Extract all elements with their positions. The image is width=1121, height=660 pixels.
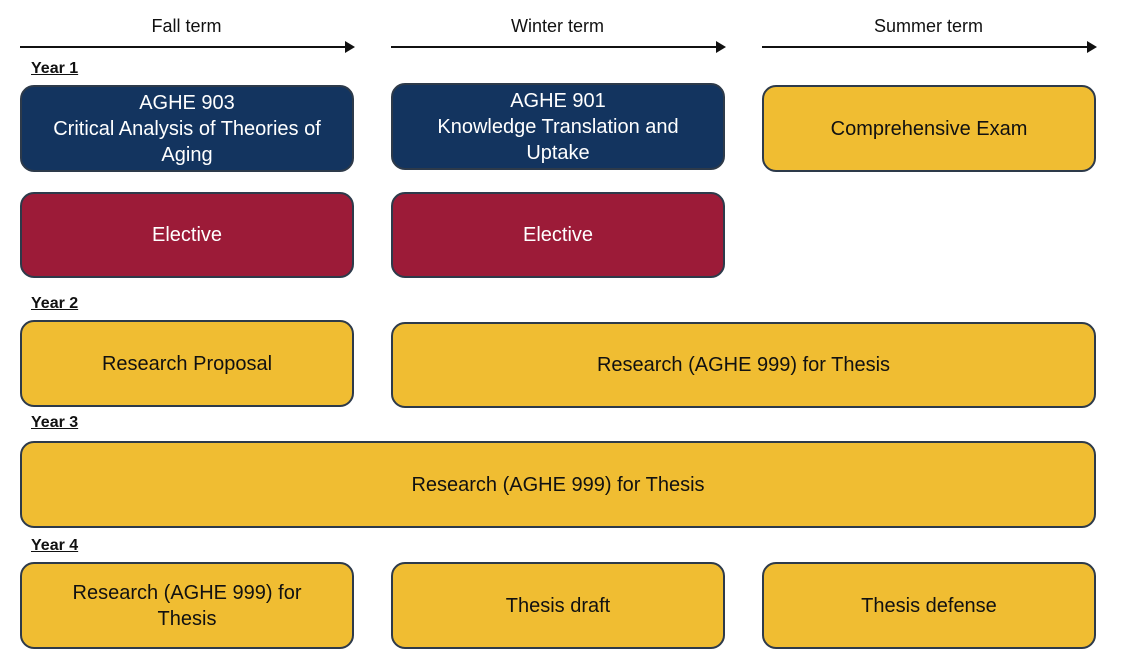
- aghe-903-code: AGHE 903: [139, 91, 235, 114]
- arrow-summer: [762, 41, 1097, 53]
- aghe-903-title-line1: Critical Analysis of Theories of: [53, 117, 321, 140]
- box-thesis-draft: Thesis draft: [391, 562, 725, 649]
- year-label-2: Year 2: [31, 295, 79, 312]
- term-label-summer: Summer term: [873, 16, 983, 36]
- term-label-fall: Fall term: [151, 16, 222, 36]
- aghe-901-title-line1: Knowledge Translation and: [437, 115, 679, 138]
- year-label-3: Year 3: [31, 414, 79, 431]
- aghe-903-title-line2: Aging: [161, 143, 213, 166]
- box-year3-research-thesis: Research (AGHE 999) for Thesis: [20, 441, 1096, 528]
- box-aghe-903: AGHE 903 Critical Analysis of Theories o…: [20, 85, 354, 172]
- aghe-901-code: AGHE 901: [510, 89, 606, 112]
- box-research-proposal: Research Proposal: [20, 320, 354, 407]
- term-label-winter: Winter term: [510, 16, 604, 36]
- year4-research-line2: Thesis: [157, 607, 217, 630]
- box-year4-research-thesis: Research (AGHE 999) for Thesis: [20, 562, 354, 649]
- year-label-4: Year 4: [31, 537, 79, 554]
- box-thesis-defense: Thesis defense: [762, 562, 1096, 649]
- box-comprehensive-exam: Comprehensive Exam: [762, 85, 1096, 172]
- aghe-901-title-line2: Uptake: [526, 141, 590, 164]
- arrow-fall: [20, 41, 355, 53]
- box-year2-research-thesis: Research (AGHE 999) for Thesis: [391, 322, 1096, 408]
- year-label-1: Year 1: [31, 60, 79, 77]
- box-aghe-901: AGHE 901 Knowledge Translation and Uptak…: [391, 83, 725, 170]
- year4-research-line1: Research (AGHE 999) for: [72, 581, 302, 604]
- arrow-winter: [391, 41, 726, 53]
- box-elective-winter: Elective: [391, 192, 725, 278]
- box-elective-fall: Elective: [20, 192, 354, 278]
